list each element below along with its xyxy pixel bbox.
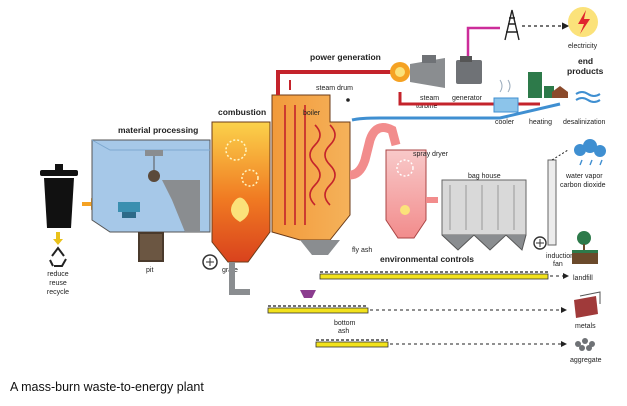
heating-label: heating xyxy=(529,119,552,126)
end-products-header-2: products xyxy=(567,66,604,76)
cooler-label: cooler xyxy=(495,119,515,126)
bottom-ash-chute xyxy=(229,262,250,295)
aggregate-icon xyxy=(575,338,595,351)
furnace xyxy=(211,121,271,263)
metals-icon xyxy=(574,291,601,318)
steam-pipe xyxy=(276,70,392,95)
reuse-label: reuse xyxy=(49,280,67,287)
steam-turbine-label-2: turbine xyxy=(416,103,438,110)
factory-icon xyxy=(528,72,554,98)
metals-label: metals xyxy=(575,323,596,330)
cooler xyxy=(493,79,519,113)
fly-ash-conveyor xyxy=(319,271,549,280)
combustion-header: combustion xyxy=(218,107,266,117)
reduce-label: reduce xyxy=(47,271,69,278)
aggregate-conveyor xyxy=(315,339,389,348)
house-icon xyxy=(552,86,568,98)
transmission-tower-icon xyxy=(504,9,520,41)
steam-drum-label: steam drum xyxy=(316,85,353,92)
power-generation-header: power generation xyxy=(310,52,381,62)
spray-dryer xyxy=(385,149,427,239)
electric-line xyxy=(466,26,500,56)
steam-drum-marker xyxy=(346,98,350,102)
boiler-label: boiler xyxy=(303,110,321,117)
trash-can-icon xyxy=(40,164,78,228)
aggregate-label: aggregate xyxy=(570,357,602,364)
electricity-label: electricity xyxy=(568,43,598,50)
pit-label: pit xyxy=(146,267,153,274)
desalinization-label: desalinization xyxy=(563,119,606,126)
figure-caption: A mass-burn waste-to-energy plant xyxy=(10,380,204,394)
generator xyxy=(456,56,482,84)
stack xyxy=(547,159,557,246)
material-processing-header: material processing xyxy=(118,125,198,135)
magnet-icon xyxy=(300,290,316,298)
hot-water-pipe xyxy=(398,92,540,106)
water-pipe xyxy=(351,102,561,122)
arrow-down-icon xyxy=(53,239,63,245)
electricity-icon xyxy=(568,7,598,37)
fly-ash-label: fly ash xyxy=(352,247,372,254)
recycle-icon xyxy=(49,246,67,267)
bag-house xyxy=(441,179,527,251)
water-wave-icon xyxy=(575,91,601,103)
induction-fan-label-2: fan xyxy=(553,261,563,268)
recycle-label: recycle xyxy=(47,289,69,296)
cloud-icon xyxy=(574,139,606,166)
bottom-ash-label-1: bottom xyxy=(334,320,356,327)
steam-turbine xyxy=(390,55,445,88)
environmental-controls-header: environmental controls xyxy=(380,254,474,264)
tree-icon xyxy=(577,231,591,250)
generator-label: generator xyxy=(452,95,483,102)
landfill-icon xyxy=(572,250,598,264)
bottom-ash-label-2: ash xyxy=(338,328,349,335)
grate-fan-icon xyxy=(202,254,218,270)
bag-house-label: bag house xyxy=(468,173,501,180)
water-vapor-label: water vapor xyxy=(565,173,603,180)
vapor-dashed-line xyxy=(551,149,569,161)
carbon-dioxide-label: carbon dioxide xyxy=(560,182,606,189)
steam-turbine-label-1: steam xyxy=(420,95,439,102)
landfill-label: landfill xyxy=(573,275,593,282)
induction-fan-label-1: induction xyxy=(546,253,574,260)
flue-duct xyxy=(349,123,401,180)
waste-to-energy-diagram: reduce reuse recycle material processing… xyxy=(40,7,606,364)
boiler xyxy=(271,94,351,255)
induction-fan-icon xyxy=(533,236,547,250)
material-processing-building xyxy=(91,139,211,262)
spray-dryer-label: spray dryer xyxy=(413,151,449,158)
end-products-header-1: end xyxy=(578,56,593,66)
metals-conveyor xyxy=(267,305,369,314)
